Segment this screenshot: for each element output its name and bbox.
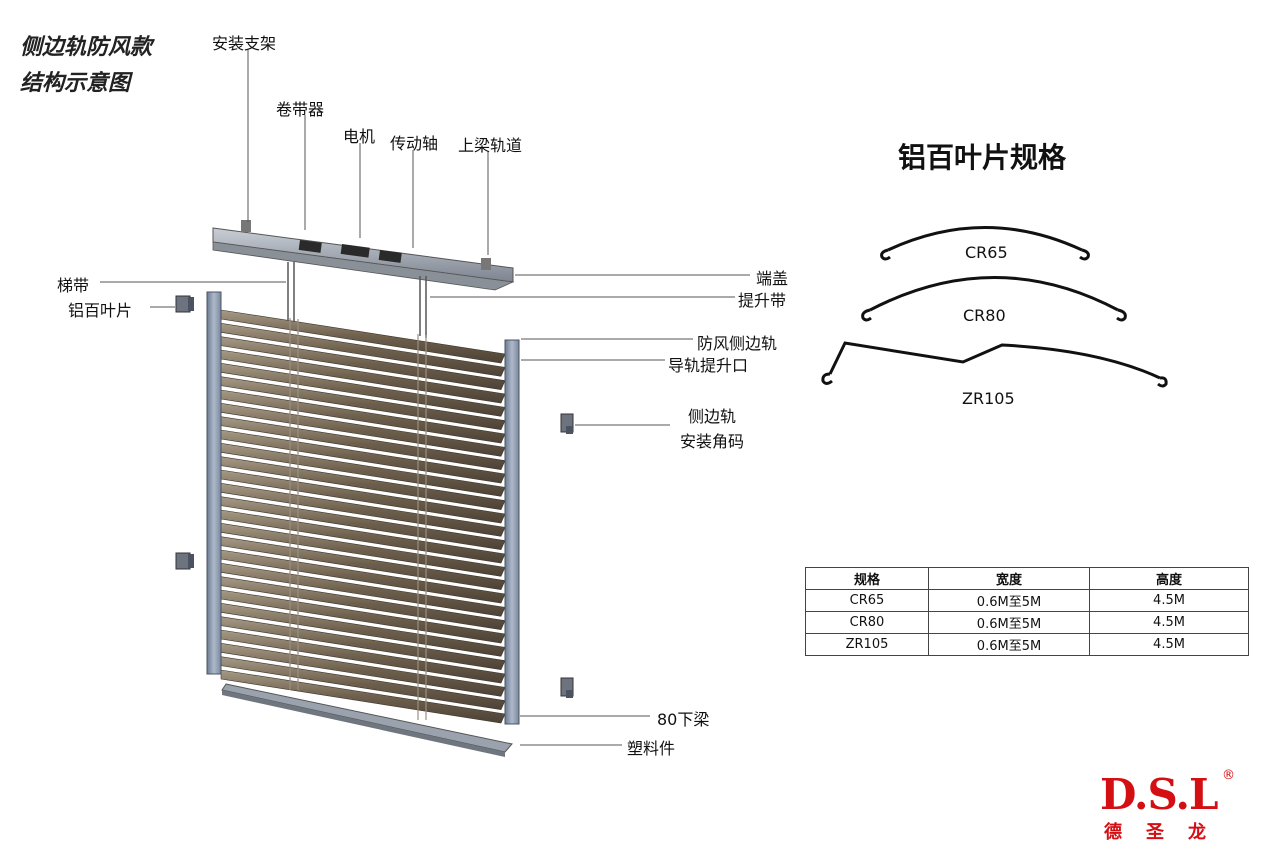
spec-header-width: 宽度 xyxy=(928,567,1090,590)
side-rail-bracket-bottom-right xyxy=(560,677,574,698)
title-line-2: 结构示意图 xyxy=(20,71,131,96)
label-end-cap: 端盖 xyxy=(756,269,789,288)
logo-sub-text: 德圣龙 xyxy=(1104,822,1230,843)
table-row: CR80 0.6M至5M 4.5M xyxy=(805,611,1249,634)
spec-cell: 0.6M至5M xyxy=(928,589,1090,612)
spec-cell: 0.6M至5M xyxy=(928,633,1090,656)
spec-header-model: 规格 xyxy=(805,567,929,590)
profile-label-cr65: CR65 xyxy=(965,243,1008,262)
mount-bracket-left xyxy=(241,220,251,232)
slat-profile-zr105 xyxy=(821,341,1168,388)
side-rail-right xyxy=(504,339,520,725)
spec-cell: CR65 xyxy=(805,589,929,612)
spec-table-header-row: 规格 宽度 高度 xyxy=(805,567,1249,590)
bottom-rail xyxy=(221,683,513,757)
leader-lines xyxy=(100,50,750,746)
label-rail-lift-opening: 导轨提升口 xyxy=(668,356,749,375)
profile-label-cr80: CR80 xyxy=(963,306,1006,325)
spec-cell: 4.5M xyxy=(1089,589,1249,612)
logo-main-text: D.S.L xyxy=(1100,770,1219,819)
label-aluminum-slat: 铝百叶片 xyxy=(68,301,133,320)
mount-bracket-right xyxy=(481,258,491,270)
spec-section-title: 铝百叶片规格 xyxy=(898,141,1067,174)
label-lift-tape: 提升带 xyxy=(738,291,787,310)
label-top-rail-track: 上梁轨道 xyxy=(458,136,523,155)
label-side-rail-bracket-1: 侧边轨 xyxy=(688,407,737,426)
slat-profile-cr65 xyxy=(880,226,1090,261)
label-motor: 电机 xyxy=(343,127,376,146)
side-rail-bracket-top-left xyxy=(175,295,194,313)
profile-label-zr105: ZR105 xyxy=(962,389,1015,408)
label-install-bracket: 安装支架 xyxy=(212,34,277,53)
side-rail-left xyxy=(206,291,222,675)
table-row: CR65 0.6M至5M 4.5M xyxy=(805,589,1249,612)
table-row: ZR105 0.6M至5M 4.5M xyxy=(805,633,1249,656)
title-line-1: 侧边轨防风款 xyxy=(20,35,153,60)
spec-cell: CR80 xyxy=(805,611,929,634)
side-rail-bracket-mid-right xyxy=(560,413,574,434)
spec-cell: ZR105 xyxy=(805,633,929,656)
slat-profile-cr80 xyxy=(861,276,1127,322)
spec-cell: 4.5M xyxy=(1089,633,1249,656)
label-windproof-side-rail: 防风侧边轨 xyxy=(697,334,778,353)
brand-logo: D.S.L ® 德圣龙 xyxy=(1100,768,1240,843)
spec-table: 规格 宽度 高度 CR65 0.6M至5M 4.5M CR80 0.6M至5M … xyxy=(805,567,1249,656)
spec-cell: 4.5M xyxy=(1089,611,1249,634)
ladder-tapes xyxy=(289,318,427,720)
spec-cell: 0.6M至5M xyxy=(928,611,1090,634)
label-drive-shaft: 传动轴 xyxy=(390,134,439,153)
label-tape-roller: 卷带器 xyxy=(276,100,325,119)
slat xyxy=(220,669,506,724)
slat-stack xyxy=(220,309,506,724)
lift-cords xyxy=(287,262,427,338)
diagram-title: 侧边轨防风款 结构示意图 xyxy=(20,30,152,102)
label-bottom-rail-80: 80下梁 xyxy=(657,710,710,729)
side-rail-bracket-mid-left xyxy=(175,552,194,570)
label-plastic-part: 塑料件 xyxy=(627,739,676,758)
label-side-rail-bracket-2: 安装角码 xyxy=(680,432,745,451)
top-rail xyxy=(212,220,515,291)
label-ladder-tape: 梯带 xyxy=(57,276,90,295)
spec-header-height: 高度 xyxy=(1089,567,1249,590)
registered-mark: ® xyxy=(1222,768,1235,783)
